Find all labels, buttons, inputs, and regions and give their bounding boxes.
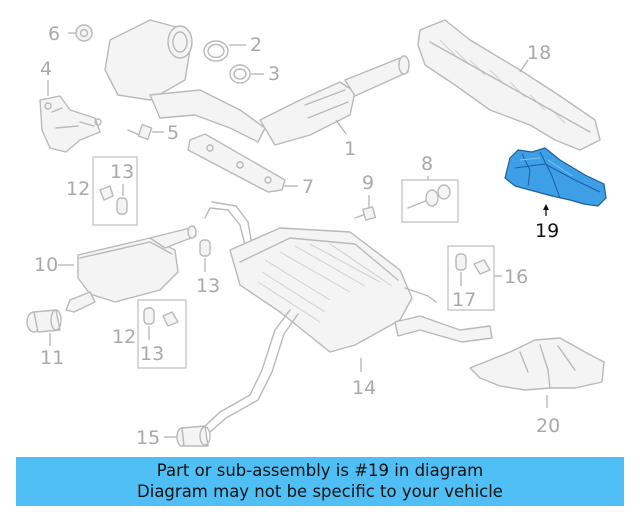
callout-13-upper: 13 (110, 161, 134, 183)
exhaust-system-diagram: 6 1 2 3 4 5 (26, 19, 607, 449)
part-13-hanger-middle: 13 (196, 239, 220, 297)
part-3-gasket: 3 (229, 63, 280, 85)
part-7-strap: 7 (187, 133, 314, 198)
callout-5: 5 (167, 122, 179, 144)
part-20-heat-shield: 20 (469, 337, 605, 437)
callout-19: 19 (535, 220, 559, 242)
callout-10: 10 (34, 254, 58, 276)
callout-8: 8 (421, 153, 433, 175)
info-banner: Part or sub-assembly is #19 in diagram D… (16, 457, 624, 506)
callout-12-lower: 12 (112, 326, 136, 348)
callout-3: 3 (268, 63, 280, 85)
part-12-13-box-upper: 12 13 (66, 156, 138, 226)
part-11-clamp: 11 (26, 309, 64, 369)
callout-20: 20 (536, 415, 560, 437)
callout-6: 6 (48, 23, 60, 45)
callout-9: 9 (362, 172, 374, 194)
part-15-clamp: 15 (136, 425, 211, 449)
part-5-bolt: 5 (127, 122, 179, 144)
banner-line-2: Diagram may not be specific to your vehi… (137, 482, 503, 501)
callout-13-middle: 13 (196, 275, 220, 297)
banner-line-1: Part or sub-assembly is #19 in diagram (156, 461, 484, 480)
part-14-rear-muffler: 14 (204, 201, 493, 433)
part-8-box: 8 (401, 153, 459, 223)
callout-17: 17 (452, 289, 476, 311)
callout-13-lower: 13 (140, 343, 164, 365)
part-19-heat-shield-highlighted: 19 (504, 147, 607, 242)
callout-12-upper: 12 (66, 178, 90, 200)
part-6-nut: 6 (48, 23, 93, 45)
part-4-bracket: 4 (39, 58, 102, 153)
callout-7: 7 (302, 176, 314, 198)
callout-14: 14 (352, 377, 376, 399)
part-10-front-muffler: 10 (34, 225, 197, 313)
callout-11: 11 (40, 347, 64, 369)
part-1-catalytic-converter: 1 (104, 19, 410, 160)
callout-2: 2 (250, 34, 262, 56)
part-16-17-box: 16 17 (447, 245, 528, 311)
callout-18: 18 (527, 42, 551, 64)
part-2-clamp: 2 (203, 34, 262, 62)
callout-1: 1 (344, 138, 356, 160)
part-12-13-box-lower: 12 13 (112, 299, 187, 369)
part-18-heat-shield: 18 (417, 19, 601, 151)
callout-16: 16 (504, 266, 528, 288)
part-9-bolt: 9 (354, 172, 377, 221)
callout-4: 4 (40, 58, 52, 80)
callout-15: 15 (136, 427, 160, 449)
